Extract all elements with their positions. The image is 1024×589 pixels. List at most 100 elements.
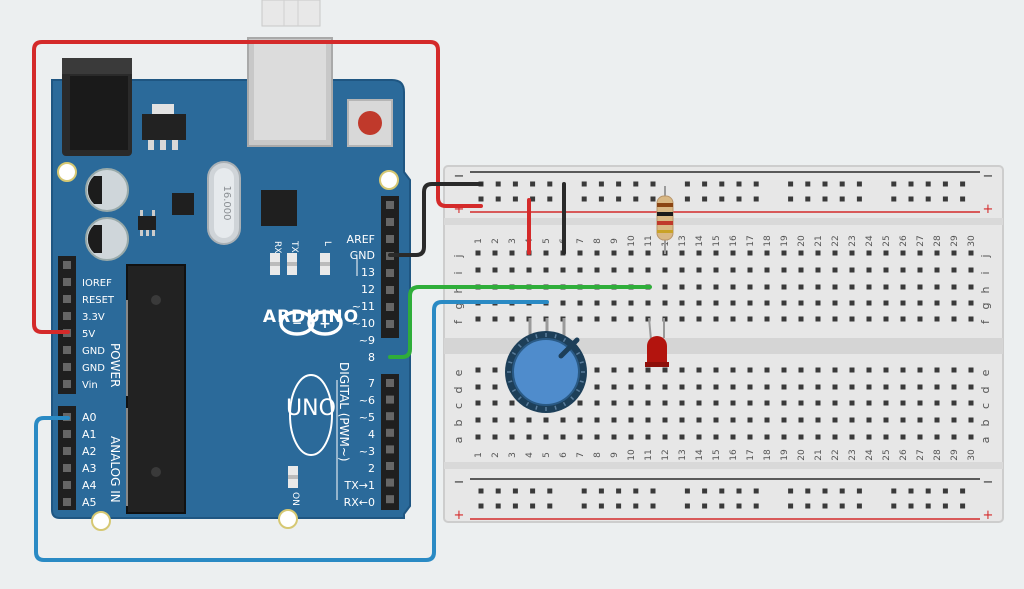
breadboard-hole[interactable] (866, 367, 872, 373)
breadboard-hole[interactable] (951, 400, 957, 406)
breadboard-hole[interactable] (526, 267, 532, 273)
breadboard-hole[interactable] (492, 434, 498, 440)
breadboard-hole[interactable] (917, 417, 923, 423)
breadboard-hole[interactable] (736, 503, 742, 509)
breadboard-hole[interactable] (679, 417, 685, 423)
breadboard-hole[interactable] (547, 488, 553, 494)
breadboard-hole[interactable] (713, 400, 719, 406)
breadboard-hole[interactable] (650, 181, 656, 187)
breadboard-hole[interactable] (883, 316, 889, 322)
breadboard-hole[interactable] (560, 300, 566, 306)
breadboard-hole[interactable] (598, 181, 604, 187)
header-pin[interactable] (386, 218, 394, 226)
breadboard-hole[interactable] (917, 384, 923, 390)
breadboard-hole[interactable] (866, 267, 872, 273)
breadboard-hole[interactable] (883, 300, 889, 306)
red-led[interactable] (645, 317, 669, 367)
breadboard-hole[interactable] (736, 196, 742, 202)
breadboard-hole[interactable] (925, 181, 931, 187)
header-pin[interactable] (386, 478, 394, 487)
breadboard-hole[interactable] (662, 267, 668, 273)
breadboard-hole[interactable] (543, 417, 549, 423)
breadboard-hole[interactable] (815, 434, 821, 440)
breadboard-hole[interactable] (747, 367, 753, 373)
breadboard-hole[interactable] (788, 196, 794, 202)
breadboard-hole[interactable] (679, 250, 685, 256)
breadboard-hole[interactable] (968, 417, 974, 423)
breadboard-hole[interactable] (713, 384, 719, 390)
breadboard-hole[interactable] (815, 400, 821, 406)
breadboard-hole[interactable] (781, 434, 787, 440)
breadboard-hole[interactable] (696, 417, 702, 423)
breadboard-hole[interactable] (849, 284, 855, 290)
breadboard-hole[interactable] (960, 488, 966, 494)
breadboard-hole[interactable] (951, 367, 957, 373)
breadboard-hole[interactable] (512, 181, 518, 187)
breadboard-hole[interactable] (951, 267, 957, 273)
breadboard-hole[interactable] (581, 503, 587, 509)
breadboard-hole[interactable] (475, 367, 481, 373)
breadboard-hole[interactable] (594, 300, 600, 306)
breadboard-hole[interactable] (883, 434, 889, 440)
breadboard-hole[interactable] (611, 267, 617, 273)
breadboard-hole[interactable] (730, 267, 736, 273)
breadboard-hole[interactable] (781, 250, 787, 256)
breadboard-hole[interactable] (798, 384, 804, 390)
breadboard-hole[interactable] (822, 196, 828, 202)
header-pin[interactable] (63, 312, 71, 320)
breadboard-hole[interactable] (492, 384, 498, 390)
breadboard-hole[interactable] (960, 503, 966, 509)
breadboard-hole[interactable] (730, 367, 736, 373)
breadboard-hole[interactable] (849, 384, 855, 390)
breadboard-hole[interactable] (662, 300, 668, 306)
breadboard-hole[interactable] (492, 417, 498, 423)
breadboard-hole[interactable] (633, 488, 639, 494)
breadboard-hole[interactable] (628, 316, 634, 322)
breadboard-hole[interactable] (934, 434, 940, 440)
breadboard-hole[interactable] (968, 434, 974, 440)
breadboard-hole[interactable] (883, 367, 889, 373)
breadboard-hole[interactable] (719, 503, 725, 509)
breadboard-hole[interactable] (475, 384, 481, 390)
breadboard-hole[interactable] (753, 488, 759, 494)
breadboard-hole[interactable] (577, 316, 583, 322)
breadboard-hole[interactable] (662, 367, 668, 373)
breadboard-hole[interactable] (598, 488, 604, 494)
breadboard-hole[interactable] (509, 316, 515, 322)
breadboard-hole[interactable] (696, 434, 702, 440)
breadboard-hole[interactable] (696, 384, 702, 390)
breadboard-hole[interactable] (702, 503, 708, 509)
breadboard-hole[interactable] (891, 196, 897, 202)
breadboard-hole[interactable] (781, 417, 787, 423)
breadboard-hole[interactable] (934, 316, 940, 322)
breadboard-hole[interactable] (475, 400, 481, 406)
breadboard-hole[interactable] (839, 181, 845, 187)
breadboard-hole[interactable] (849, 316, 855, 322)
breadboard-hole[interactable] (628, 300, 634, 306)
breadboard-hole[interactable] (747, 434, 753, 440)
breadboard-hole[interactable] (934, 267, 940, 273)
breadboard-hole[interactable] (900, 434, 906, 440)
breadboard-hole[interactable] (696, 316, 702, 322)
breadboard-hole[interactable] (719, 196, 725, 202)
breadboard-hole[interactable] (883, 400, 889, 406)
breadboard-hole[interactable] (968, 400, 974, 406)
breadboard-hole[interactable] (849, 400, 855, 406)
breadboard-hole[interactable] (736, 488, 742, 494)
breadboard-hole[interactable] (509, 267, 515, 273)
breadboard-hole[interactable] (696, 300, 702, 306)
breadboard-hole[interactable] (662, 384, 668, 390)
breadboard-hole[interactable] (764, 417, 770, 423)
header-pin[interactable] (386, 495, 394, 504)
breadboard-hole[interactable] (475, 267, 481, 273)
breadboard-hole[interactable] (960, 181, 966, 187)
breadboard-hole[interactable] (805, 196, 811, 202)
breadboard-hole[interactable] (815, 300, 821, 306)
breadboard-hole[interactable] (866, 284, 872, 290)
breadboard-hole[interactable] (900, 250, 906, 256)
breadboard-hole[interactable] (934, 400, 940, 406)
breadboard-hole[interactable] (883, 417, 889, 423)
breadboard-hole[interactable] (747, 267, 753, 273)
breadboard-hole[interactable] (679, 316, 685, 322)
breadboard-hole[interactable] (628, 384, 634, 390)
